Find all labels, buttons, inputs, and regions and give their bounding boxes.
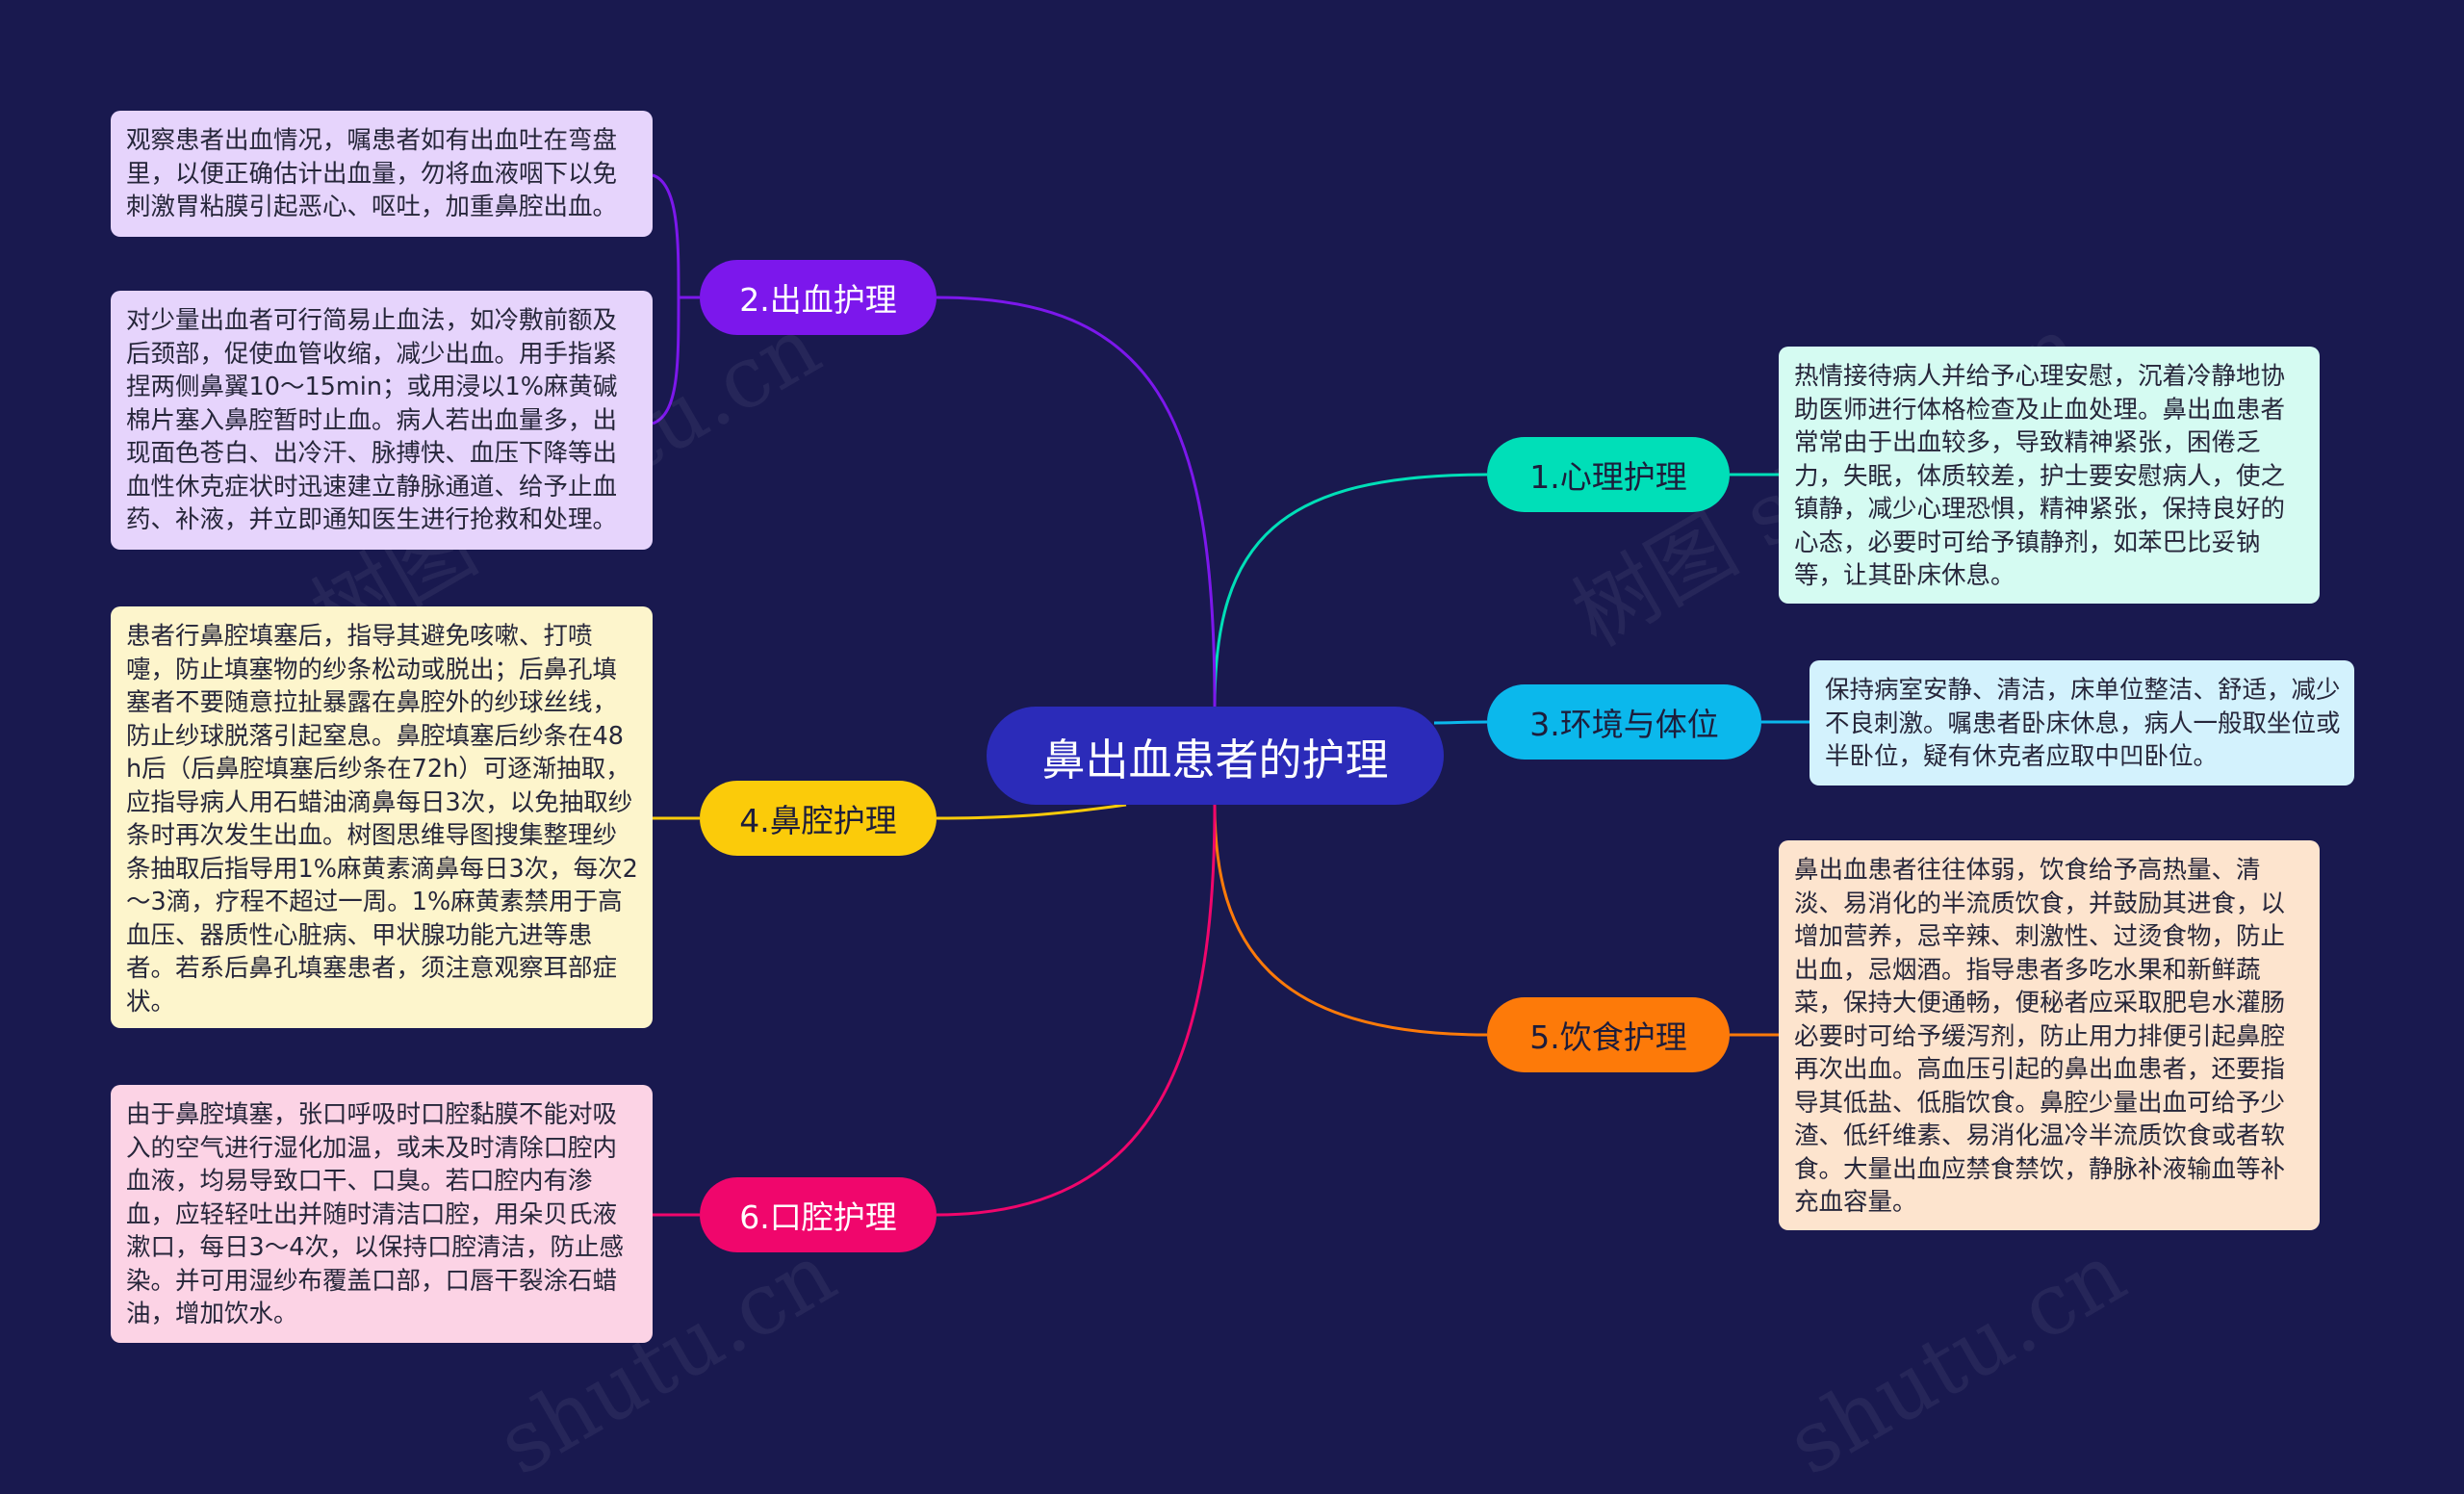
branch-yinshi[interactable]: 5.饮食护理 bbox=[1487, 997, 1730, 1072]
link-xinli bbox=[1213, 473, 1488, 708]
link-yinshi bbox=[1213, 804, 1488, 1037]
link-chuxue-notes bbox=[652, 173, 700, 425]
note-chuxue-1: 观察患者出血情况，嘱患者如有出血吐在弯盘里，以便正确估计出血量，勿将血液咽下以免… bbox=[111, 111, 653, 237]
root-topic[interactable]: 鼻出血患者的护理 bbox=[987, 707, 1444, 805]
connector-lines bbox=[652, 173, 1810, 1217]
note-chuxue-2: 对少量出血者可行简易止血法，如冷敷前额及后颈部，促使血管收缩，减少出血。用手指紧… bbox=[111, 291, 653, 550]
branch-xinli[interactable]: 1.心理护理 bbox=[1487, 437, 1730, 512]
note-biqiang: 患者行鼻腔填塞后，指导其避免咳嗽、打喷嚏，防止填塞物的纱条松动或脱出；后鼻孔填塞… bbox=[111, 606, 653, 1028]
link-chuxue bbox=[936, 296, 1217, 708]
branch-kouqiang[interactable]: 6.口腔护理 bbox=[700, 1177, 937, 1252]
link-kouqiang bbox=[936, 804, 1217, 1217]
branch-chuxue[interactable]: 2.出血护理 bbox=[700, 260, 937, 335]
note-huanjing: 保持病室安静、清洁，床单位整洁、舒适，减少不良刺激。嘱患者卧床休息，病人一般取坐… bbox=[1810, 660, 2354, 786]
link-biqiang bbox=[936, 803, 1127, 820]
note-xinli: 热情接待病人并给予心理安慰，沉着冷静地协助医师进行体格检查及止血处理。鼻出血患者… bbox=[1779, 347, 2320, 604]
note-kouqiang: 由于鼻腔填塞，张口呼吸时口腔黏膜不能对吸入的空气进行湿化加温，或未及时清除口腔内… bbox=[111, 1085, 653, 1343]
note-yinshi: 鼻出血患者往往体弱，饮食给予高热量、清淡、易消化的半流质饮食，并鼓励其进食，以增… bbox=[1779, 840, 2320, 1230]
branch-huanjing[interactable]: 3.环境与体位 bbox=[1487, 684, 1761, 760]
link-huanjing bbox=[1433, 720, 1488, 725]
branch-biqiang[interactable]: 4.鼻腔护理 bbox=[700, 781, 937, 856]
